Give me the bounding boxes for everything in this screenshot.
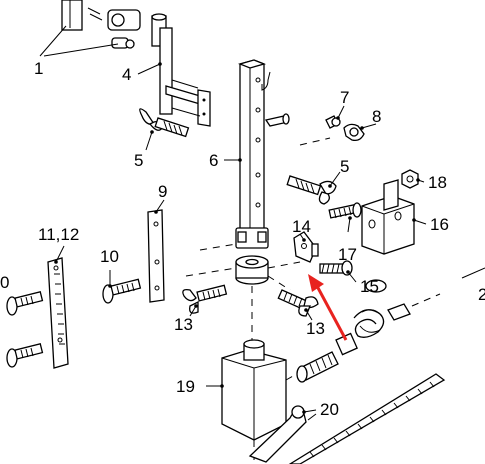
red-indicator-arrow [308,274,348,341]
callout-13-left: 13 [174,315,193,334]
leader-lines [39,25,427,414]
callout-labels: 1 4 5 6 7 8 5 9 18 16 14 11,12 17 10 0 1… [0,59,485,419]
main-column-6 [185,59,331,340]
callout-10-partial: 0 [0,273,9,292]
screw-10 [102,278,142,304]
nozzle-assembly [296,279,441,383]
wing-screw-5-right [286,175,337,205]
screw-17 [328,202,362,219]
callout-18: 18 [428,173,447,192]
callout-13-right: 13 [306,319,325,338]
top-left-bracket [61,0,167,49]
callout-6: 6 [209,151,218,170]
callout-11-12: 11,12 [38,225,79,244]
nut-18 [401,169,419,189]
callout-14: 14 [292,217,311,236]
bracket-16 [361,179,415,255]
callout-5-right: 5 [340,157,349,176]
callout-19: 19 [176,377,195,396]
wing-screw-5-left [139,108,190,138]
callout-17: 17 [338,245,357,264]
clamp-8 [343,123,365,142]
callout-20: 20 [320,400,339,419]
scale-11-12 [47,257,69,369]
threaded-rod [288,373,446,464]
right-edge-part [461,267,485,279]
callout-4: 4 [122,65,131,84]
callout-8: 8 [372,107,381,126]
screw-7 [325,115,341,129]
wing-screw-13-right [277,289,319,317]
callout-16: 16 [430,215,449,234]
callout-15: 15 [360,277,379,296]
rail-9 [147,209,165,303]
lever-20 [248,405,317,463]
left-screws [6,291,44,368]
callout-10: 10 [100,247,119,266]
callout-1: 1 [34,59,43,78]
callout-7: 7 [340,88,349,107]
mounting-rod-4 [159,27,211,127]
callout-9: 9 [158,182,167,201]
wing-screw-13-left [182,284,228,314]
callout-2-partial: 2 [478,285,485,304]
callout-5-left: 5 [134,151,143,170]
bracket-14 [293,231,319,263]
